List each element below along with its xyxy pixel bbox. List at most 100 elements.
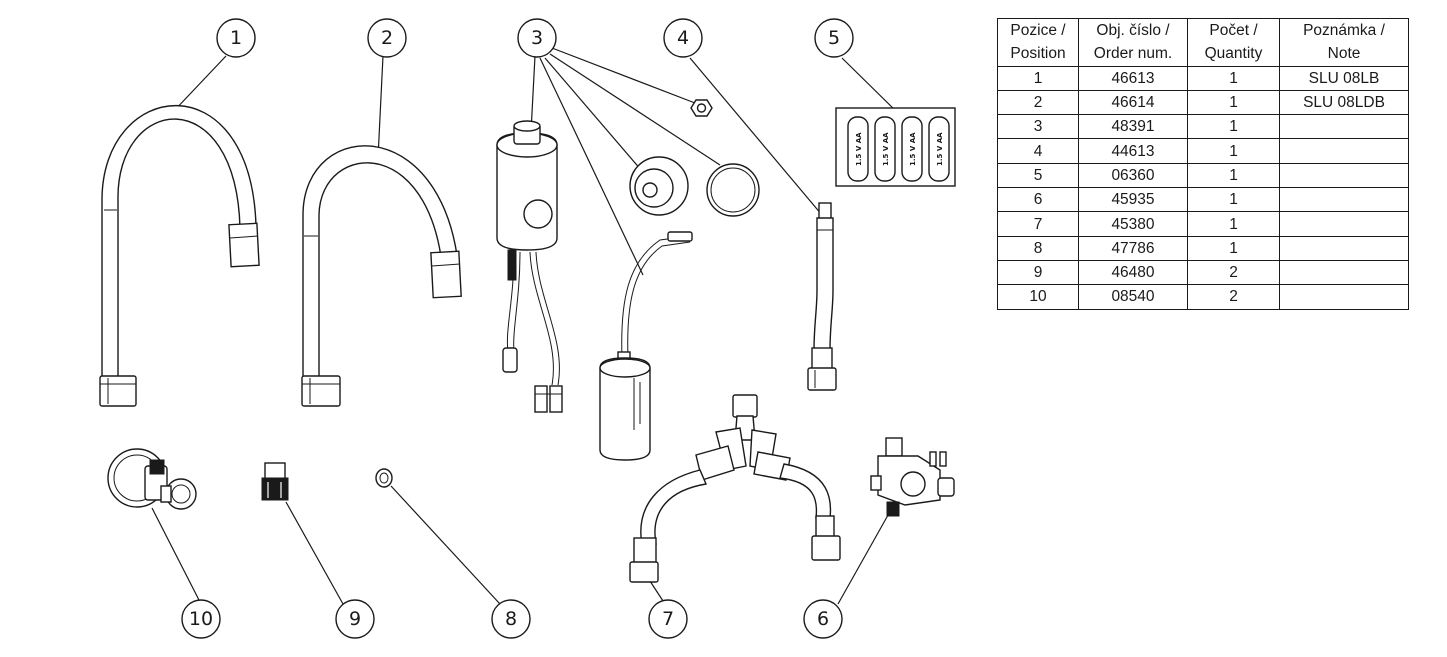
svg-text:3: 3 <box>531 27 543 49</box>
cell-quantity: 1 <box>1187 187 1280 213</box>
cell-quantity: 1 <box>1187 235 1280 261</box>
cell-position: 4 <box>997 138 1079 164</box>
angle-valve-part <box>107 448 197 510</box>
cell-quantity: 1 <box>1187 211 1280 237</box>
header-note-en: Note <box>1279 42 1409 67</box>
cell-order-number: 47786 <box>1078 235 1188 261</box>
cell-order-number: 46613 <box>1078 65 1188 91</box>
cell-order-number: 46614 <box>1078 89 1188 116</box>
svg-text:1.5 V AA: 1.5 V AA <box>882 132 890 166</box>
callout-8: 8 <box>491 599 531 639</box>
washer-part <box>375 468 393 488</box>
callout-2: 2 <box>367 18 407 58</box>
cell-note <box>1279 138 1409 164</box>
cell-order-number: 45935 <box>1078 187 1188 213</box>
cell-note <box>1279 284 1409 310</box>
cell-position: 5 <box>997 162 1079 189</box>
svg-text:1.5 V AA: 1.5 V AA <box>909 132 917 166</box>
svg-text:8: 8 <box>505 608 517 630</box>
cell-order-number: 06360 <box>1078 162 1188 189</box>
svg-text:9: 9 <box>349 608 361 630</box>
parts-list-table: Pozice / Obj. číslo / Počet / Poznámka /… <box>997 18 1409 310</box>
battery-2: 1.5 V AA <box>874 116 896 182</box>
svg-text:5: 5 <box>828 27 840 49</box>
header-position: Pozice / <box>997 18 1079 43</box>
cell-order-number: 08540 <box>1078 284 1188 310</box>
svg-text:4: 4 <box>677 27 689 49</box>
cell-note <box>1279 235 1409 261</box>
cell-order-number: 44613 <box>1078 138 1188 164</box>
callout-4: 4 <box>663 18 703 58</box>
cell-position: 2 <box>997 89 1079 116</box>
header-note: Poznámka / <box>1279 18 1409 43</box>
spout-tall-part <box>99 105 260 407</box>
cell-note <box>1279 259 1409 286</box>
header-quantity-en: Quantity <box>1187 42 1280 67</box>
header-order-number-en: Order num. <box>1078 42 1188 67</box>
svg-text:2: 2 <box>381 27 393 49</box>
cell-position: 10 <box>997 284 1079 310</box>
exploded-parts-drawing: 1.5 V AA 1.5 V AA 1.5 V AA 1.5 V AA <box>99 18 956 639</box>
y-hose-part <box>629 394 841 583</box>
callout-7: 7 <box>648 599 688 639</box>
battery-4: 1.5 V AA <box>928 116 950 182</box>
adapter-part <box>261 462 289 501</box>
callout-9: 9 <box>335 599 375 639</box>
cell-position: 3 <box>997 114 1079 140</box>
cell-position: 6 <box>997 187 1079 213</box>
callout-1: 1 <box>216 18 256 58</box>
cell-quantity: 2 <box>1187 259 1280 286</box>
cell-note <box>1279 162 1409 189</box>
battery-3: 1.5 V AA <box>901 116 923 182</box>
svg-text:6: 6 <box>817 608 829 630</box>
flexible-hose-part <box>807 202 837 391</box>
svg-text:1: 1 <box>230 27 242 49</box>
svg-text:10: 10 <box>189 608 213 630</box>
cell-order-number: 45380 <box>1078 211 1188 237</box>
svg-text:1.5 V AA: 1.5 V AA <box>855 132 863 166</box>
svg-text:1.5 V AA: 1.5 V AA <box>936 132 944 166</box>
cell-position: 8 <box>997 235 1079 261</box>
cell-quantity: 1 <box>1187 162 1280 189</box>
header-position-en: Position <box>997 42 1079 67</box>
cell-quantity: 2 <box>1187 284 1280 310</box>
cell-note: SLU 08LB <box>1279 65 1409 91</box>
spout-short-part <box>301 145 462 407</box>
header-order-number: Obj. číslo / <box>1078 18 1188 43</box>
solenoid-valve-part <box>870 437 955 517</box>
cell-note <box>1279 187 1409 213</box>
battery-1: 1.5 V AA <box>847 116 869 182</box>
cell-quantity: 1 <box>1187 138 1280 164</box>
cell-note: SLU 08LDB <box>1279 89 1409 116</box>
callout-3: 3 <box>517 18 557 58</box>
cell-order-number: 46480 <box>1078 259 1188 286</box>
cell-position: 9 <box>997 259 1079 286</box>
sensor-kit-part <box>496 99 760 461</box>
cell-order-number: 48391 <box>1078 114 1188 140</box>
svg-text:7: 7 <box>662 608 674 630</box>
table-header-row-2: Position Order num. Quantity Note <box>997 42 1409 67</box>
batteries-part: 1.5 V AA 1.5 V AA 1.5 V AA 1.5 V AA <box>835 107 956 187</box>
callout-6: 6 <box>803 599 843 639</box>
cell-note <box>1279 114 1409 140</box>
header-quantity: Počet / <box>1187 18 1280 43</box>
callout-5: 5 <box>814 18 854 58</box>
cell-quantity: 1 <box>1187 65 1280 91</box>
cell-note <box>1279 211 1409 237</box>
cell-quantity: 1 <box>1187 114 1280 140</box>
callout-10: 10 <box>181 599 221 639</box>
cell-position: 7 <box>997 211 1079 237</box>
leader-lines <box>151 47 901 605</box>
cell-position: 1 <box>997 65 1079 91</box>
